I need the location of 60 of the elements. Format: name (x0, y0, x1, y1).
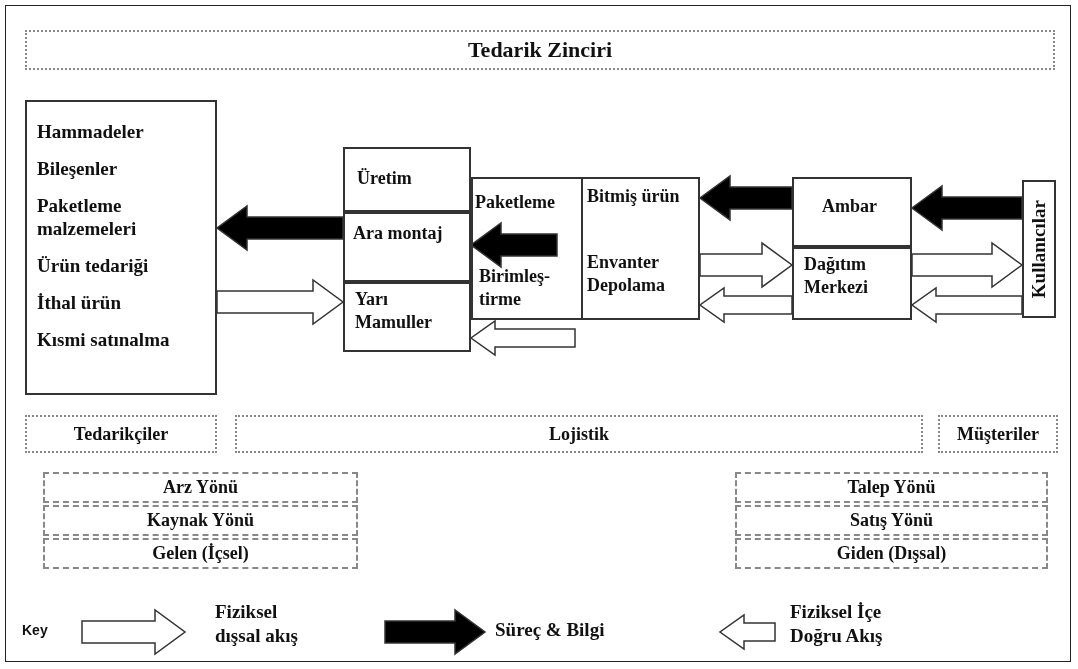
legend-label: Fiziksel İçe Doğru Akış (790, 600, 884, 648)
process-box (343, 212, 471, 282)
list-item: Paketleme malzemeleri (37, 193, 138, 241)
direction-box (735, 538, 1048, 569)
node-label: Arz Yönü (163, 476, 238, 499)
process-box (343, 282, 471, 352)
node-label: Gelen (İçsel) (152, 542, 249, 565)
direction-box (735, 472, 1048, 503)
direction-box (43, 505, 358, 536)
block-arrow (216, 278, 345, 326)
node-label: Lojistik (549, 422, 609, 446)
node-label: Paketleme (475, 191, 556, 214)
node-label: Talep Yönü (847, 476, 936, 499)
block-arrow (698, 174, 793, 222)
supplier-box (25, 100, 217, 395)
customer-box (1022, 180, 1056, 318)
node-label: Yarı Mamuller (355, 288, 433, 333)
process-box (583, 247, 700, 320)
category-band (235, 415, 923, 453)
node-label: Kaynak Yönü (147, 509, 254, 532)
list-item: Kısmi satınalma (37, 327, 171, 352)
legend-label: Süreç & Bilgi (495, 618, 606, 642)
process-box (792, 247, 912, 320)
list-item: İthal ürün (37, 290, 122, 315)
node-label: Kullanıcılar (1027, 199, 1051, 299)
block-arrow (699, 241, 794, 289)
node-label: Bitmiş ürün (587, 185, 681, 208)
title-band (25, 30, 1055, 70)
process-box (471, 247, 583, 320)
process-box (343, 147, 471, 212)
list-item: Bileşenler (37, 156, 119, 181)
key-label: Key (22, 622, 48, 638)
direction-box (43, 472, 358, 503)
block-arrow (698, 286, 793, 324)
node-label: Müşteriler (957, 422, 1039, 446)
block-arrow (910, 184, 1023, 232)
node-label: Dağıtım Merkezi (804, 253, 869, 298)
node-label: Ara montaj (353, 222, 444, 245)
block-arrow (215, 204, 344, 252)
category-band (25, 415, 217, 453)
process-box (471, 177, 583, 247)
node-label: Ambar (822, 195, 878, 218)
block-arrow (469, 319, 576, 357)
list-item: Hammadeler (37, 120, 145, 144)
process-box (583, 177, 700, 247)
legend-label: Fiziksel dışsal akış (215, 600, 299, 648)
list-item: Ürün tedariği (37, 254, 150, 278)
node-label: Giden (Dışsal) (836, 542, 947, 565)
process-box (792, 177, 912, 247)
node-label: Birimleş- tirme (479, 265, 551, 310)
node-label: Tedarikçiler (73, 422, 169, 446)
band-label: Tedarik Zinciri (467, 36, 612, 64)
block-arrow (910, 286, 1023, 324)
category-band (938, 415, 1058, 453)
node-label: Üretim (357, 167, 413, 190)
direction-box (735, 505, 1048, 536)
node-label: Satış Yönü (850, 509, 933, 532)
block-arrow (911, 241, 1024, 289)
direction-box (43, 538, 358, 569)
node-label: Envanter Depolama (587, 251, 666, 296)
